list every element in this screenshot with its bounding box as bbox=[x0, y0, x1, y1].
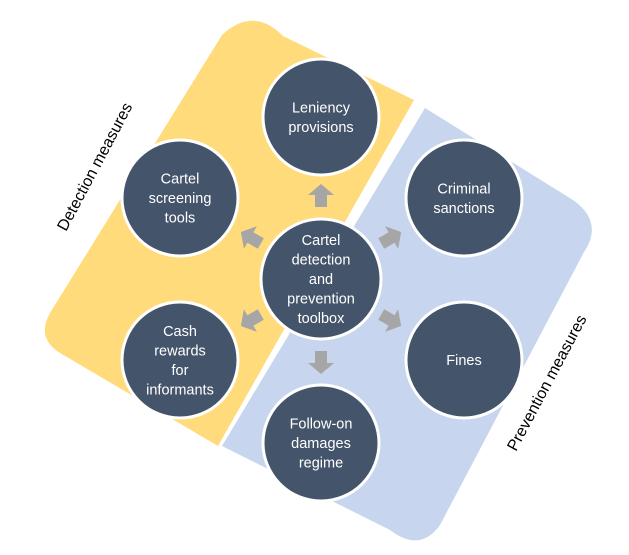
center-node-toolbox-label-line: and bbox=[309, 272, 333, 288]
arrow-to-fines bbox=[378, 309, 402, 332]
node-follow-on-damages: Follow-on damages regime bbox=[261, 383, 381, 503]
node-cartel-screening-tools: Cartel screening tools bbox=[120, 138, 240, 258]
node-follow-on-damages-label-line: Follow-on bbox=[290, 417, 353, 433]
center-node-toolbox-label-line: prevention bbox=[287, 292, 355, 308]
node-cartel-screening-tools-circle bbox=[120, 138, 240, 258]
node-leniency-provisions-label-line: provisions bbox=[288, 120, 353, 136]
node-cartel-screening-tools-label-line: Cartel bbox=[161, 172, 200, 188]
node-fines: Fines bbox=[404, 300, 524, 420]
node-criminal-sanctions-circle bbox=[404, 138, 524, 258]
center-node-toolbox-label-line: Cartel bbox=[302, 233, 341, 249]
node-cash-rewards-label-line: Cash bbox=[163, 324, 197, 340]
node-leniency-provisions-label-line: Leniency bbox=[292, 100, 351, 116]
center-node-toolbox-circle bbox=[259, 217, 383, 341]
node-cash-rewards: Cash rewards for informants bbox=[120, 300, 240, 420]
arrow-to-rewards bbox=[240, 309, 264, 332]
node-cash-rewards-circle bbox=[120, 300, 240, 420]
node-leniency-provisions: Leniency provisions bbox=[261, 57, 381, 177]
node-follow-on-damages-label-line: damages bbox=[291, 436, 351, 452]
node-cash-rewards-label-line: for bbox=[172, 363, 189, 379]
node-cartel-screening-tools-label-line: tools bbox=[165, 211, 196, 227]
arrow-to-leniency bbox=[308, 184, 334, 207]
arrows-group bbox=[240, 184, 402, 374]
node-criminal-sanctions: Criminal sanctions bbox=[404, 138, 524, 258]
arrow-to-screening bbox=[240, 226, 264, 249]
arrow-to-damages bbox=[308, 351, 334, 374]
center-node-toolbox-label-line: toolbox bbox=[298, 311, 346, 327]
center-node-toolbox-label-line: detection bbox=[292, 253, 351, 269]
node-criminal-sanctions-label-line: Criminal bbox=[437, 181, 490, 197]
node-leniency-provisions-circle bbox=[261, 57, 381, 177]
center-node-toolbox: Cartel detection and prevention toolbox bbox=[259, 217, 383, 341]
node-fines-label-line: Fines bbox=[446, 353, 481, 369]
nodes-group: Cartel detection and prevention toolbox Lenie… bbox=[120, 57, 524, 503]
node-cash-rewards-label-line: informants bbox=[146, 382, 214, 398]
node-criminal-sanctions-label-line: sanctions bbox=[433, 201, 494, 217]
arrow-to-criminal bbox=[378, 226, 402, 249]
node-cash-rewards-label-line: rewards bbox=[154, 343, 206, 359]
node-follow-on-damages-circle bbox=[261, 383, 381, 503]
node-follow-on-damages-label-line: regime bbox=[299, 456, 343, 472]
node-cartel-screening-tools-label-line: screening bbox=[149, 191, 212, 207]
node-fines-circle bbox=[404, 300, 524, 420]
